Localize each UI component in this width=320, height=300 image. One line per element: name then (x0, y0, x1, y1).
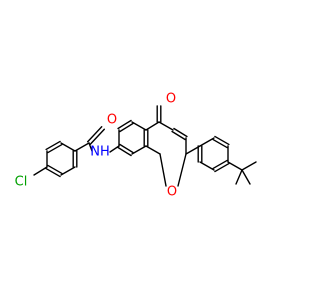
ketone-oxygen-label: O (166, 92, 176, 107)
bond-layer (33, 105, 257, 187)
bond (227, 161, 243, 171)
ring-bond (145, 121, 160, 131)
amide-carbonyl-oxygen-label: O (107, 113, 117, 128)
bond (235, 169, 243, 185)
ring-bond (199, 137, 215, 147)
amide-nitrogen-label: NH (90, 145, 110, 160)
bond (241, 169, 251, 185)
ring-bond (145, 145, 161, 155)
ring-bond (212, 159, 228, 170)
ring-bond (47, 164, 63, 175)
ring-bond (60, 142, 76, 152)
molecule-drawing: O NH O O Cl (15, 92, 257, 200)
ring-bond (171, 130, 186, 141)
ring-bond (131, 145, 147, 155)
ring-bond (117, 119, 132, 130)
bond-cl (33, 166, 48, 176)
ring-bond (119, 122, 134, 133)
structure-canvas: O NH O O Cl (15, 92, 257, 200)
carbonyl-bond (86, 126, 103, 143)
label-layer: O NH O O Cl (15, 92, 177, 200)
ring-bond (119, 143, 134, 154)
chlorine-label: Cl (15, 175, 28, 190)
ring-bond (117, 146, 132, 157)
ring-bond (159, 153, 167, 187)
ring-bond (45, 167, 61, 178)
ring-bond (214, 162, 230, 173)
ring-bond (177, 153, 187, 187)
ring-bond (214, 135, 230, 146)
bond (88, 142, 93, 152)
ring-bond (158, 121, 174, 131)
ring-bond (131, 121, 147, 131)
ring-bond (199, 161, 215, 171)
ring-oxygen-label: O (167, 185, 177, 200)
bond (241, 161, 257, 171)
bond (109, 145, 120, 153)
ring-bond (173, 127, 188, 138)
ring-bond (60, 166, 76, 176)
bond (74, 142, 90, 152)
carbonyl-bond (89, 128, 106, 145)
ring-bond (47, 143, 63, 154)
ring-bond (45, 140, 61, 151)
ring-bond (212, 138, 228, 149)
